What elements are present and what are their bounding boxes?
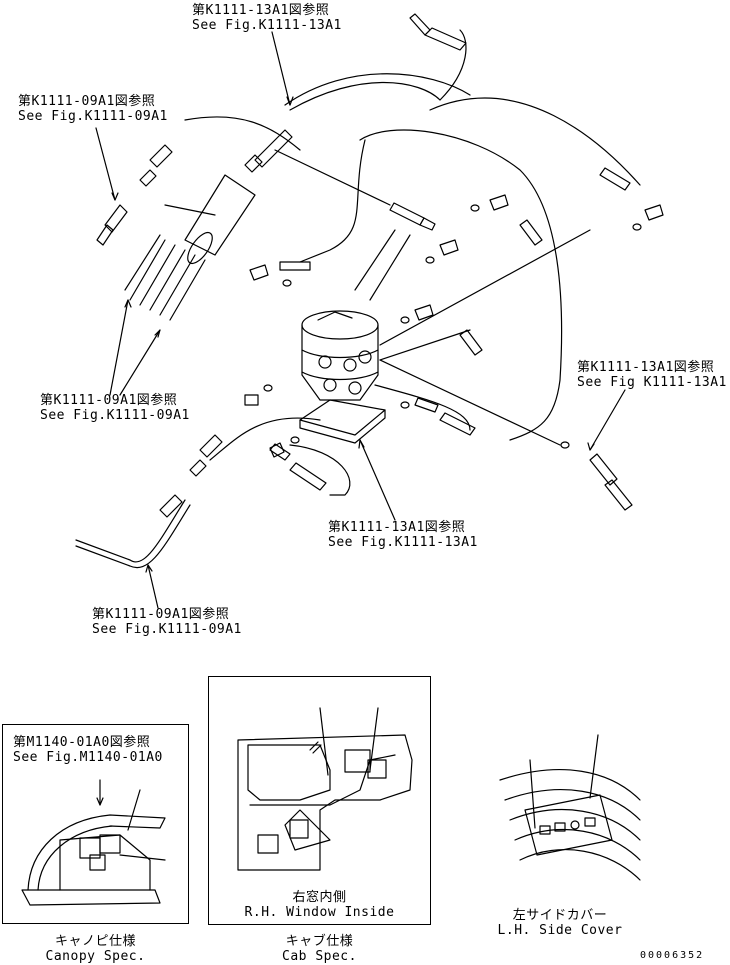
sleeve	[164, 174, 256, 265]
ref-label-mid-left: 第K1111-09A1図参照 See Fig.K1111-09A1	[40, 393, 190, 423]
ref-label-top: 第K1111-13A1図参照 See Fig.K1111-13A1	[192, 3, 342, 33]
ref-label-upper-left: 第K1111-09A1図参照 See Fig.K1111-09A1	[18, 94, 168, 124]
canopy-caption-en: Canopy Spec.	[45, 949, 146, 964]
ref-label-jp: 第K1111-09A1図参照	[92, 607, 230, 622]
cab-caption-en: Cab Spec.	[282, 949, 357, 964]
ref-label-jp: 第K1111-13A1図参照	[192, 3, 330, 18]
swivel-joint	[299, 310, 386, 444]
cab-inner-en: R.H. Window Inside	[244, 905, 395, 920]
cab-caption-jp: キャブ仕様	[285, 934, 354, 949]
side-cover-caption: 左サイドカバー L.H. Side Cover	[470, 908, 650, 938]
ref-label-right: 第K1111-13A1図参照 See Fig K1111-13A1	[577, 360, 727, 390]
ref-label-en: See Fig.K1111-09A1	[18, 109, 168, 124]
cab-caption: キャブ仕様 Cab Spec.	[208, 934, 431, 964]
cab-inner-label: 右窓内側 R.H. Window Inside	[208, 890, 431, 920]
canopy-ref-label: 第M1140-01A0図参照 See Fig.M1140-01A0	[13, 735, 163, 765]
ref-label-en: See Fig.K1111-13A1	[192, 18, 342, 33]
canopy-caption-jp: キャノピ仕様	[54, 934, 136, 949]
canopy-caption: キャノピ仕様 Canopy Spec.	[2, 934, 189, 964]
side-cover-caption-jp: 左サイドカバー	[512, 908, 608, 923]
ref-label-jp: 第K1111-13A1図参照	[328, 520, 466, 535]
ref-label-en: See Fig.K1111-13A1	[328, 535, 478, 550]
ref-label-bottom: 第K1111-09A1図参照 See Fig.K1111-09A1	[92, 607, 242, 637]
ref-label-en: See Fig.K1111-09A1	[92, 622, 242, 637]
ref-label-center: 第K1111-13A1図参照 See Fig.K1111-13A1	[328, 520, 478, 550]
ref-label-en: See Fig.K1111-09A1	[40, 408, 190, 423]
canopy-ref-jp: 第M1140-01A0図参照	[13, 735, 151, 750]
o-rings	[263, 204, 642, 449]
cab-frame	[208, 676, 431, 925]
ref-label-jp: 第K1111-09A1図参照	[40, 393, 178, 408]
canopy-ref-en: See Fig.M1140-01A0	[13, 750, 163, 765]
canopy-sketch	[21, 779, 166, 906]
upper-hoses	[75, 29, 641, 569]
canopy-frame	[2, 724, 189, 924]
side-cover-sketch	[499, 734, 641, 881]
cab-sketch	[237, 707, 413, 871]
hose-bundle	[124, 234, 206, 321]
ref-label-en: See Fig K1111-13A1	[577, 375, 727, 390]
ref-label-jp: 第K1111-09A1図参照	[18, 94, 156, 109]
leader-arrows	[95, 31, 626, 609]
side-cover-caption-en: L.H. Side Cover	[497, 923, 623, 938]
cab-inner-jp: 右窓内側	[292, 890, 347, 905]
fittings	[96, 13, 664, 518]
drawing-number: 00006352	[640, 950, 705, 961]
ref-label-jp: 第K1111-13A1図参照	[577, 360, 715, 375]
